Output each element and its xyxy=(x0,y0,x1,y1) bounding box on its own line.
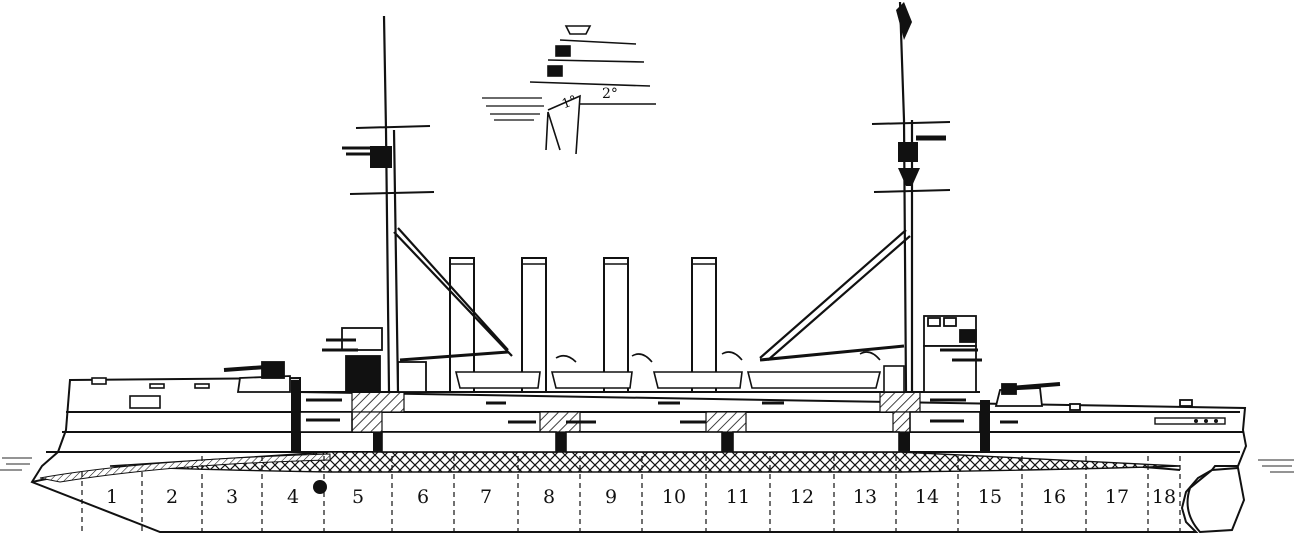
masts xyxy=(349,1,951,393)
compartment-number: 9 xyxy=(605,486,617,508)
compartment-number: 16 xyxy=(1042,486,1066,508)
forward-turret xyxy=(223,361,291,393)
funnels xyxy=(449,257,717,393)
bow-protective-deck xyxy=(39,453,331,483)
compartment-number: 10 xyxy=(662,486,686,508)
fore-mast xyxy=(382,15,400,393)
aft-turret xyxy=(994,382,1193,411)
water-surface xyxy=(0,457,1294,473)
funnel-4 xyxy=(691,257,717,393)
compartment-number: 4 xyxy=(287,486,299,508)
secondary-guns xyxy=(306,398,1018,424)
aft-bridge xyxy=(923,315,982,393)
fighting-tops xyxy=(342,2,946,186)
compartment-number: 6 xyxy=(417,486,429,508)
compartment-number: 1 xyxy=(106,486,118,508)
compartment-number: 7 xyxy=(480,486,492,508)
inset-detail xyxy=(482,25,656,155)
hawse-hole xyxy=(313,480,327,494)
compartment-number: 18 xyxy=(1152,486,1176,508)
funnel-1 xyxy=(449,257,475,393)
inset-label-2: 2° xyxy=(602,86,618,102)
compartment-number: 12 xyxy=(790,486,814,508)
compartment-number: 8 xyxy=(543,486,555,508)
compartment-number: 5 xyxy=(352,486,364,508)
citadel-armor xyxy=(351,391,921,433)
compartment-number: 3 xyxy=(226,486,238,508)
compartment-number: 2 xyxy=(166,486,178,508)
forecastle-fittings xyxy=(91,377,210,409)
compartment-number: 15 xyxy=(978,486,1002,508)
funnel-3 xyxy=(603,257,629,393)
rudder xyxy=(1186,466,1246,534)
compartment-number: 14 xyxy=(915,486,939,508)
compartment-number: 13 xyxy=(853,486,877,508)
boats xyxy=(454,351,905,393)
funnel-2 xyxy=(521,257,547,393)
compartment-number: 11 xyxy=(726,486,750,508)
compartment-dividers xyxy=(81,456,1181,532)
casemates xyxy=(299,411,981,453)
forward-bridge xyxy=(322,327,427,393)
inset-label-1: 1° xyxy=(560,93,579,112)
main-mast xyxy=(898,1,914,393)
compartment-number: 17 xyxy=(1105,486,1129,508)
